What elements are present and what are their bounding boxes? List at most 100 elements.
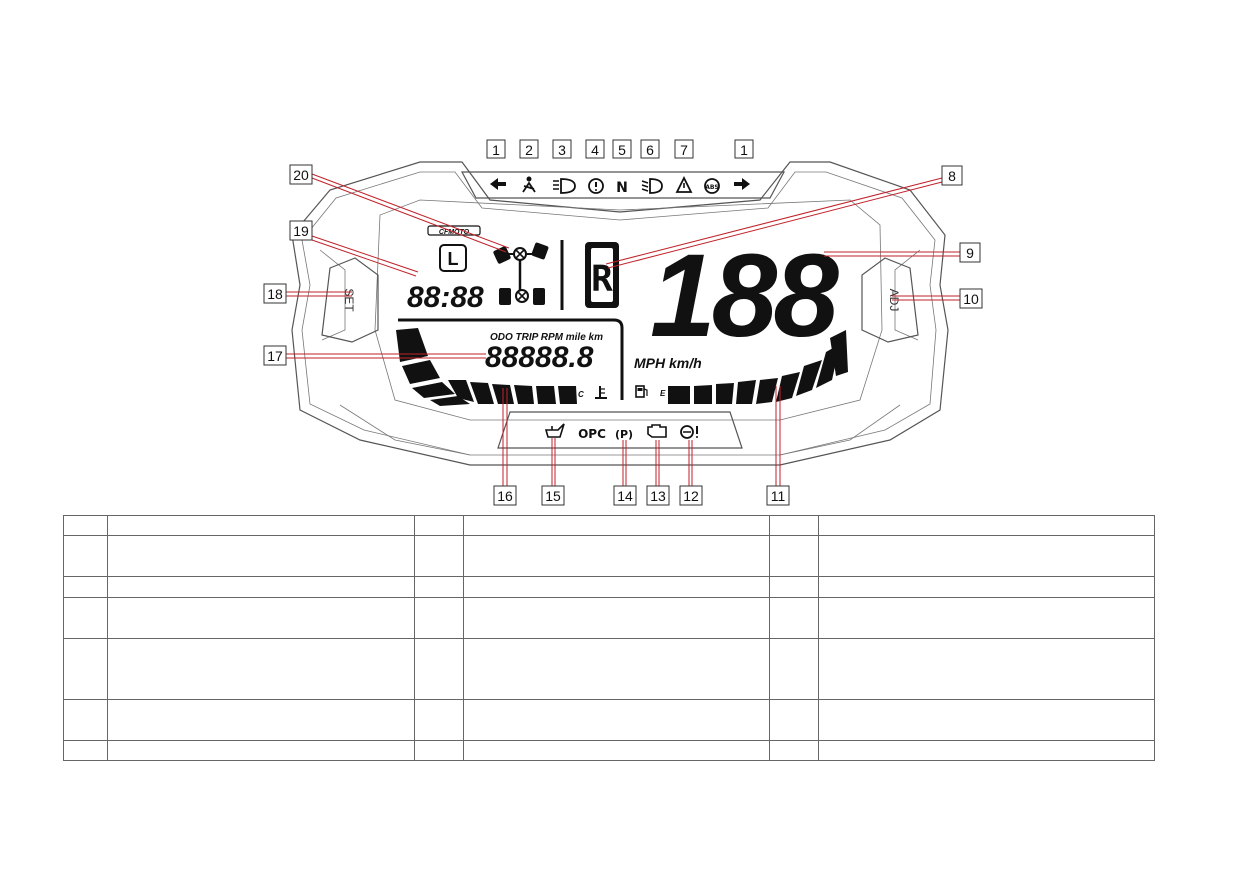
table-cell [63,535,108,577]
svg-text:9: 9 [966,245,974,261]
callouts: 1 2 3 4 5 6 7 1 8 9 10 11 12 13 14 15 16… [263,139,983,506]
table-cell [414,535,464,577]
table-cell [818,535,1155,577]
svg-text:11: 11 [771,488,786,504]
callout-13: 13 [646,485,670,506]
table-cell [107,597,415,639]
table-cell [414,597,464,639]
table-cell [414,740,464,761]
callout-15: 15 [541,485,565,506]
check-engine-icon [647,424,667,438]
high-beam-icon [553,178,576,194]
table-cell [463,597,770,639]
speed-units: MPH km/h [634,355,702,371]
svg-text:1: 1 [740,142,748,158]
svg-text:5: 5 [618,142,626,158]
odometer-units: ODO TRIP RPM mile km [490,332,603,343]
temp-cold-label: C [578,390,584,399]
table-cell [463,515,770,536]
svg-text:13: 13 [650,488,666,504]
fuel-full-label: F [838,351,844,360]
table-cell [107,515,415,536]
left-turn-icon [490,178,506,190]
table-cell [414,699,464,741]
table-cell [63,638,108,700]
table-cell [769,515,819,536]
svg-text:12: 12 [683,488,699,504]
table-cell [463,576,770,598]
svg-text:2: 2 [525,142,533,158]
brake-warning-icon [588,178,604,194]
table-row [63,515,1155,536]
clock-readout: 88:88 [407,281,484,314]
parking-brake-indicator: (P) [615,428,633,441]
callout-1-right: 1 [734,139,754,159]
svg-text:18: 18 [267,286,283,302]
abs-label: ABS [705,184,719,191]
table-cell [769,597,819,639]
low-beam-icon [641,178,663,194]
set-button-label: SET [342,288,356,312]
callout-9: 9 [959,242,981,263]
transmission-warning-icon [680,425,698,439]
table-cell [107,740,415,761]
callout-8: 8 [941,165,963,186]
fuel-pump-icon [635,385,648,398]
leader-lines [286,173,960,488]
lcd-display: CFMOTO L 88:88 R 188 [396,225,848,406]
table-cell [818,740,1155,761]
fuel-empty-label: E [660,389,666,398]
svg-text:8: 8 [948,168,956,184]
callout-17: 17 [263,345,287,366]
table-cell [769,535,819,577]
table-cell [463,740,770,761]
speed-digits: 188 [650,230,839,362]
svg-text:17: 17 [267,348,283,364]
svg-text:4: 4 [591,142,599,158]
callout-1-left: 1 [486,139,506,159]
drive-mode-box [439,244,467,272]
svg-text:6: 6 [646,142,654,158]
top-indicators: N ABS [490,175,750,196]
table-cell [63,597,108,639]
table-cell [107,699,415,741]
table-cell [63,740,108,761]
table-cell [463,535,770,577]
neutral-indicator: N [616,180,628,196]
table-cell [769,699,819,741]
svg-text:14: 14 [617,488,633,504]
drive-mode-letter: L [448,249,459,269]
table-cell [463,699,770,741]
svg-text:3: 3 [558,142,566,158]
table-cell [769,638,819,700]
callout-12: 12 [679,485,703,506]
table-cell [107,576,415,598]
gear-letter: R [591,259,613,300]
svg-text:19: 19 [293,223,309,239]
odometer-frame [398,318,624,400]
table-cell [414,576,464,598]
table-cell [63,699,108,741]
callout-4: 4 [585,139,605,159]
right-turn-icon [734,178,750,190]
callout-6: 6 [640,139,660,159]
table-cell [818,638,1155,700]
callout-19: 19 [289,220,313,241]
callout-20: 20 [289,164,313,185]
callout-3: 3 [552,139,572,159]
callout-7: 7 [674,139,694,159]
table-row [63,535,1155,577]
table-cell [818,576,1155,598]
coolant-temp-icon [595,386,607,399]
table-cell [769,576,819,598]
table-cell [818,515,1155,536]
table-row [63,638,1155,700]
svg-text:15: 15 [545,488,561,504]
table-cell [414,638,464,700]
cluster-housing [291,161,949,466]
callout-5: 5 [612,139,632,159]
seatbelt-icon [522,176,536,193]
svg-text:16: 16 [497,488,513,504]
table-cell [107,535,415,577]
legend-table [63,515,1155,761]
